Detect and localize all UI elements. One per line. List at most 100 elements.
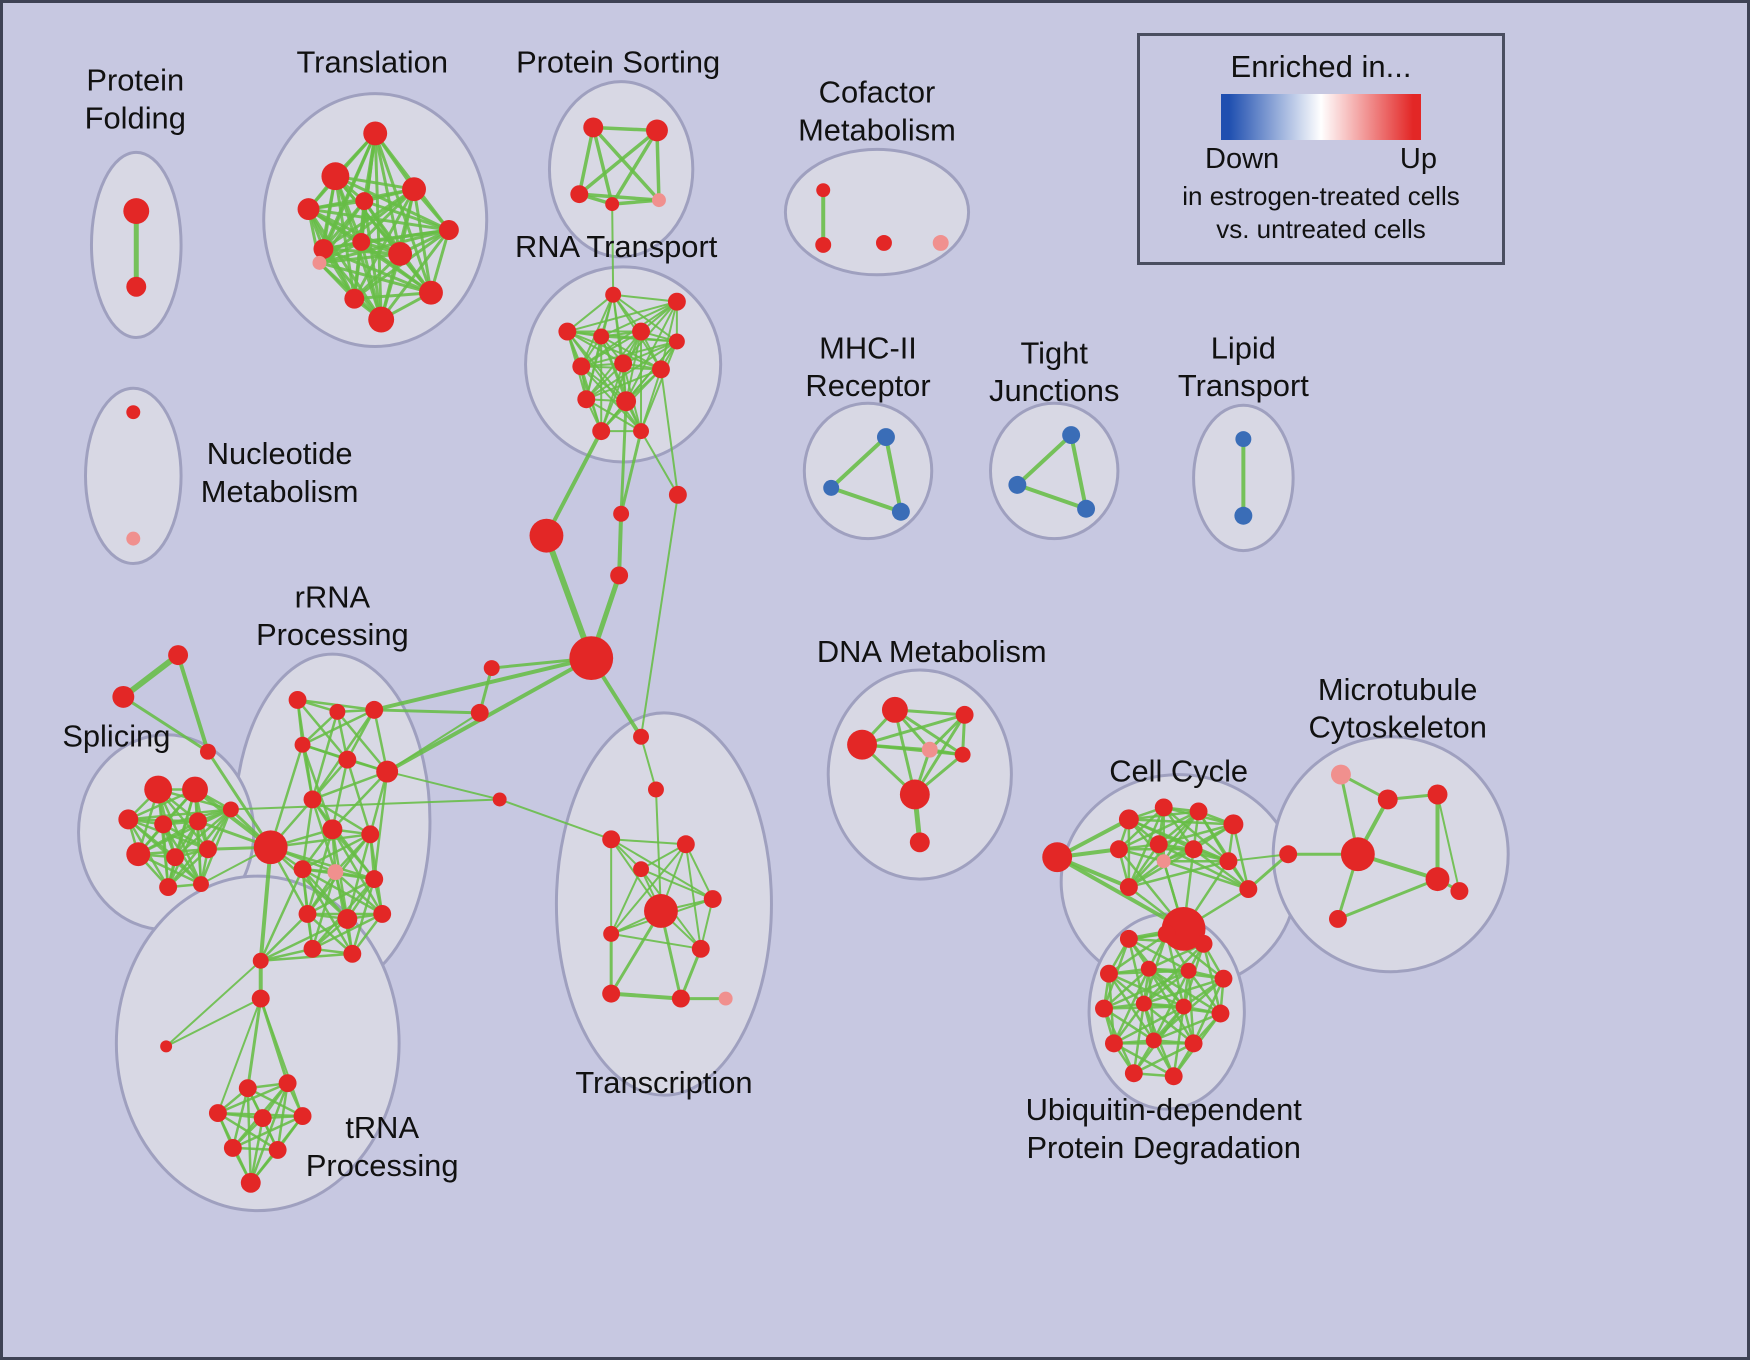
gene-set-node-ub10: [1175, 998, 1192, 1015]
gene-set-node-sp4: [154, 815, 173, 834]
edge-ps3-ps5: [577, 192, 661, 202]
gene-set-node-tn7: [293, 1107, 312, 1126]
edge-ps2-ps5: [655, 128, 661, 202]
gene-set-node-cc5: [1223, 814, 1244, 835]
legend-down-label: Down: [1205, 143, 1280, 175]
gene-set-node-rt3: [558, 322, 577, 341]
edge-tr2-tr11: [333, 174, 356, 301]
gene-set-node-ub13: [1145, 1032, 1162, 1049]
edge-rt11-h2: [619, 399, 628, 516]
edge-rt6-rt8: [622, 340, 678, 365]
cluster-label-dna-metabolism: DNA Metabolism: [817, 634, 1047, 669]
edge-tr5-tr10: [412, 187, 433, 295]
edge-sp5-sp11: [196, 820, 203, 886]
gene-set-node-rr14: [298, 905, 317, 923]
edge-tc4-tc8: [610, 843, 687, 935]
edge-rt1-rt3: [566, 293, 615, 333]
gene-set-node-sp6: [222, 801, 239, 818]
edge-rr12-rr16: [334, 870, 384, 916]
edge-rr2-rr4: [301, 710, 339, 746]
edge-mh1-mh2: [829, 435, 888, 490]
gene-set-node-rt12: [592, 422, 611, 441]
edge-tc10-tc11: [609, 991, 683, 1001]
cluster-cofactor-metabolism: [783, 147, 971, 277]
gene-set-node-dm7: [909, 832, 930, 853]
gene-set-node-h8: [492, 792, 507, 807]
edge-rr5-rr10: [346, 758, 372, 836]
gene-set-node-mc3: [1427, 784, 1448, 805]
edge-rt9-h3: [659, 368, 679, 496]
gene-set-node-tn8: [223, 1138, 242, 1157]
cluster-label-rna-transport: RNA Transport: [515, 229, 718, 264]
gene-set-node-pf2: [126, 276, 147, 297]
edge-fn1-fn3: [176, 653, 210, 754]
edge-ps1-ps4: [591, 125, 614, 206]
edge-ub11-ub13: [1152, 1012, 1222, 1042]
edge-ub2-ub4: [1107, 932, 1168, 975]
edge-dm1-dm5: [893, 708, 965, 757]
gene-set-node-cc7: [1149, 835, 1168, 854]
edge-ps4-ps5: [610, 198, 661, 206]
edge-cc9-cc13: [1162, 859, 1250, 891]
gene-set-node-rt9: [651, 360, 670, 379]
gene-set-node-fn1: [168, 645, 189, 666]
edge-rt6-rt10: [585, 340, 678, 401]
edge-tj1-tj3: [1069, 433, 1089, 511]
edge-mh2-mh3: [829, 485, 903, 514]
gene-set-node-cc6: [1109, 840, 1128, 859]
cluster-label-cell-cycle: Cell Cycle: [1109, 754, 1248, 789]
legend-up-label: Up: [1399, 143, 1437, 175]
edge-rt5-rt10: [585, 330, 643, 401]
gene-set-node-tc8: [603, 925, 620, 942]
edge-cc5-cc13: [1232, 823, 1250, 891]
edge-tr5-tr11: [352, 187, 416, 301]
gene-set-node-sp9: [198, 840, 217, 859]
gene-set-node-tr13: [312, 255, 327, 270]
gene-set-node-rr12: [327, 864, 344, 881]
gene-set-node-cm3: [875, 234, 892, 251]
gene-set-node-tr8: [352, 232, 371, 251]
gene-set-node-ub16: [1164, 1067, 1183, 1086]
edge-ps2-ps3: [577, 128, 659, 196]
gene-set-node-h6: [483, 660, 500, 677]
gene-set-node-dm6: [899, 779, 930, 810]
gene-set-node-lt1: [1235, 431, 1252, 448]
cluster-label-transcription: Transcription: [575, 1065, 752, 1100]
gene-set-node-tc1: [633, 728, 650, 745]
edge-tc1-tc2: [640, 735, 657, 791]
edge-rt9-rt13: [640, 368, 662, 433]
gene-set-node-tr1: [363, 121, 388, 146]
edge-rr2-rr6: [336, 710, 389, 773]
gene-set-node-tn3: [238, 1079, 257, 1098]
edge-rr7-rr15: [269, 846, 349, 921]
edge-cc8-cc11: [1127, 848, 1195, 889]
edge-cc4-cc6: [1117, 810, 1200, 851]
gene-set-node-rt2: [667, 292, 686, 311]
edge-rr6-rr13: [372, 770, 389, 881]
gene-set-node-mc7: [1328, 909, 1347, 928]
gene-set-node-rt1: [605, 286, 622, 303]
gene-set-node-mh3: [891, 502, 910, 521]
gene-set-node-ub14: [1184, 1034, 1203, 1053]
edge-mc4-cc10: [1227, 853, 1290, 863]
edge-ub3-ub5: [1147, 942, 1205, 970]
gene-set-node-rr2: [329, 703, 346, 720]
edge-h8-rr6: [386, 770, 501, 801]
gene-set-node-cc3: [1154, 798, 1173, 817]
edge-tn3-tn8: [231, 1086, 250, 1150]
gene-set-node-nm2: [126, 531, 141, 546]
gene-set-node-cm4: [932, 234, 949, 251]
legend-axis-labels: Down Up: [1205, 143, 1437, 176]
edge-tc8-tc9: [610, 932, 702, 950]
legend-box: Enriched in... Down Up in estrogen-treat…: [1137, 33, 1505, 265]
legend-title: Enriched in...: [1230, 49, 1412, 84]
edge-ps1-ps3: [577, 125, 595, 196]
gene-set-node-tn6: [253, 1109, 272, 1128]
edge-cc5-cc7: [1157, 823, 1235, 846]
gene-set-node-ub6: [1180, 962, 1197, 979]
gene-set-node-dm2: [955, 705, 974, 724]
gene-set-node-ub9: [1135, 995, 1152, 1012]
edge-ub14-ub15: [1132, 1042, 1195, 1075]
gene-set-node-tc2: [648, 781, 664, 798]
gene-set-node-cc10: [1219, 852, 1238, 871]
